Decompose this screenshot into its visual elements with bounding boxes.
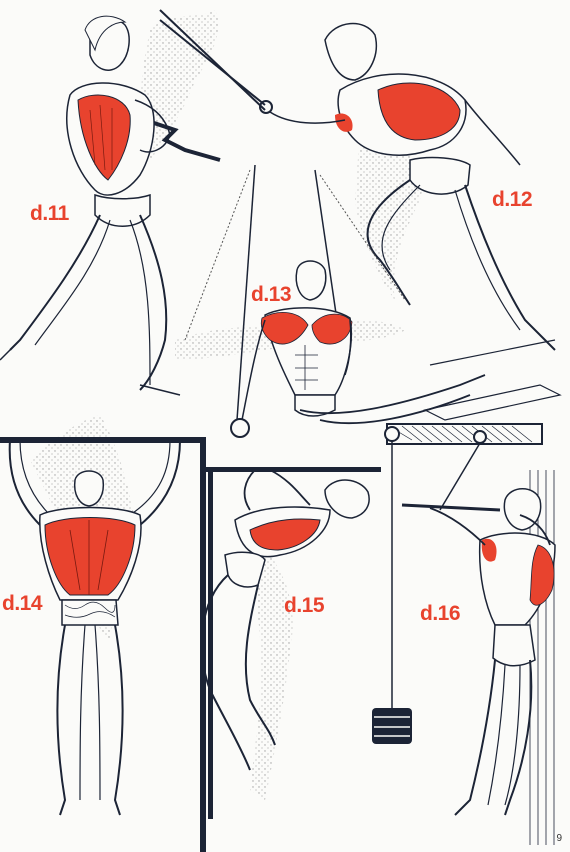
ring-rope-shadow bbox=[319, 174, 406, 301]
trunks bbox=[409, 156, 471, 195]
exercise-label-d13: d.13 bbox=[251, 283, 292, 306]
bar-post bbox=[200, 437, 206, 852]
lats-highlight bbox=[377, 82, 461, 141]
lats-highlight bbox=[249, 518, 321, 551]
arm bbox=[269, 99, 521, 166]
lats-highlight bbox=[529, 544, 555, 606]
exercise-label-d16: d.16 bbox=[420, 602, 461, 625]
chest-highlight bbox=[311, 313, 353, 345]
head bbox=[324, 479, 370, 519]
exercise-label-d15: d.15 bbox=[284, 594, 325, 617]
head bbox=[295, 260, 327, 301]
ring-rope-shadow bbox=[184, 169, 251, 341]
exercise-label-d11: d.11 bbox=[30, 202, 69, 225]
page-number: 9 bbox=[556, 833, 562, 844]
bar-post bbox=[208, 467, 213, 819]
figure-d11 bbox=[0, 9, 266, 396]
trunks bbox=[492, 624, 536, 667]
figure-d14 bbox=[0, 415, 206, 852]
cable bbox=[159, 19, 266, 106]
bench bbox=[423, 384, 562, 421]
weight-plate bbox=[372, 708, 412, 744]
shadow-stipple bbox=[355, 130, 422, 300]
shadow-stipple bbox=[250, 540, 293, 800]
cable-handle bbox=[259, 100, 273, 114]
pulley-wheel bbox=[473, 430, 487, 444]
legs bbox=[56, 624, 124, 816]
lats-highlight bbox=[77, 94, 131, 181]
arm bbox=[8, 439, 181, 526]
figure-d15 bbox=[200, 467, 381, 819]
arm bbox=[243, 469, 311, 511]
legs bbox=[366, 179, 556, 351]
trunks bbox=[224, 551, 266, 588]
lats-highlight bbox=[44, 517, 136, 596]
legs bbox=[299, 374, 486, 425]
pulley-wheel bbox=[384, 426, 400, 442]
legs bbox=[9, 214, 168, 391]
legs bbox=[454, 659, 533, 816]
exercise-label-d12: d.12 bbox=[492, 188, 533, 211]
pulley-beam bbox=[386, 423, 543, 445]
exercise-label-d14: d.14 bbox=[2, 592, 43, 615]
arm bbox=[134, 99, 171, 153]
cable bbox=[159, 9, 266, 111]
trunks bbox=[61, 599, 119, 626]
gym-ring bbox=[230, 418, 250, 438]
legs bbox=[200, 574, 276, 771]
figure-d13 bbox=[175, 164, 562, 438]
arm bbox=[429, 507, 551, 546]
arm bbox=[241, 319, 352, 421]
pull-up-bar bbox=[0, 437, 205, 443]
ez-bar-handle bbox=[144, 118, 221, 162]
pull-up-bar bbox=[206, 467, 381, 472]
handle-bar bbox=[401, 503, 501, 512]
head bbox=[324, 22, 377, 81]
figure-d12 bbox=[159, 19, 556, 351]
trunks bbox=[94, 193, 151, 227]
ring-rope bbox=[236, 164, 256, 421]
head bbox=[73, 470, 105, 507]
cable bbox=[439, 442, 481, 511]
arm-highlight bbox=[335, 113, 353, 132]
figure-d16 bbox=[372, 423, 556, 845]
